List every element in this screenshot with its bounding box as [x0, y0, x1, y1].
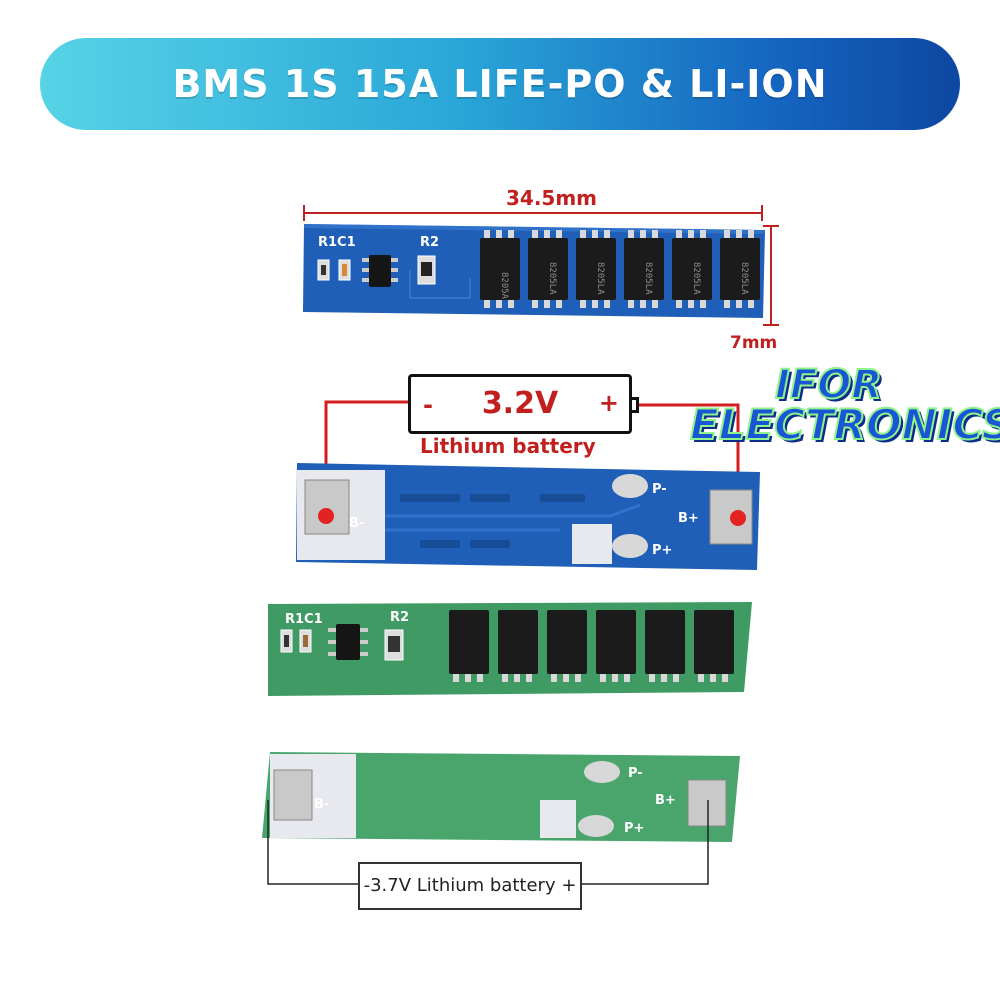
blue-bottom-b-minus-label: B- [349, 516, 364, 531]
blue-board-bottom-view: B- B+ P- P+ [296, 463, 760, 570]
top-battery: - 3.2V + [408, 374, 632, 434]
top-battery-minus: - [423, 391, 433, 419]
width-dimension-label: 7mm [730, 333, 778, 353]
chip-marking-2: 8205LA [547, 262, 557, 295]
chip-marking-6: 8205LA [739, 262, 749, 295]
chip-marking-4: 8205LA [643, 262, 653, 295]
length-dimension-line [303, 205, 763, 221]
length-dimension-label: 34.5mm [506, 186, 598, 210]
green-top-r1c1-label: R1C1 [285, 612, 323, 627]
chip-marking-3: 8205LA [595, 262, 605, 295]
title-banner: BMS 1S 15A LIFE-PO & LI-ION [40, 38, 960, 130]
bottom-battery-label: -3.7V Lithium battery + [358, 862, 582, 910]
top-battery-terminal-cap [632, 397, 639, 413]
green-board-bottom-view: B- B+ P- P+ [262, 752, 740, 842]
green-top-r2-label: R2 [390, 610, 409, 625]
green-board-top-view: R1C1 R2 [268, 602, 752, 696]
brand-logo-line1: IFOR [774, 361, 883, 409]
blue-bottom-p-minus-label: P- [652, 482, 667, 497]
top-battery-voltage: 3.2V [481, 386, 559, 421]
banner-title: BMS 1S 15A LIFE-PO & LI-ION [172, 62, 828, 106]
blue-bottom-b-plus-label: B+ [678, 511, 699, 526]
green-bottom-b-minus-label: B- [314, 797, 329, 812]
blue-top-r2-label: R2 [420, 235, 439, 250]
blue-bottom-p-plus-label: P+ [652, 543, 672, 558]
green-bottom-p-plus-label: P+ [624, 821, 644, 836]
top-battery-label: Lithium battery [420, 434, 596, 458]
chip-marking-5: 8205LA [691, 262, 701, 295]
blue-top-r1c1-label: R1C1 [318, 235, 356, 250]
green-bottom-b-plus-label: B+ [655, 793, 676, 808]
bottom-battery-wires [267, 800, 709, 885]
blue-board-top-view: R1C1 R2 8205A 8205LA 8205LA 8205LA 8205L… [303, 224, 765, 318]
width-dimension-line [763, 225, 779, 326]
chip-marking-1: 8205A [499, 272, 509, 300]
green-bottom-p-minus-label: P- [628, 766, 643, 781]
top-battery-plus: + [598, 389, 619, 417]
brand-logo-line2: ELECTRONICS [689, 399, 1000, 450]
